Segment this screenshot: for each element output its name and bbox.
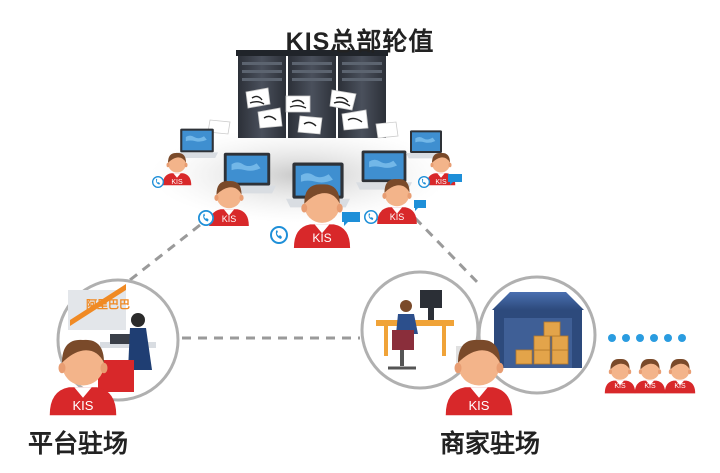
badge-kis: KIS xyxy=(222,214,237,224)
diagram-title: KIS总部轮值 xyxy=(285,28,435,56)
badge-kis: KIS xyxy=(614,383,626,390)
dots-icon xyxy=(608,334,686,342)
platform-logo-text: 阿里巴巴 xyxy=(86,297,130,311)
warehouse-circle xyxy=(477,275,597,395)
merchant-label: 商家驻场 xyxy=(440,430,541,458)
desk-worker-icon xyxy=(376,290,470,370)
connection-lines xyxy=(129,216,482,340)
badge-labels: KIS KIS KIS KIS KIS KIS KIS KIS KIS KIS xyxy=(73,179,686,413)
chat-bubble-icon xyxy=(342,174,462,226)
badge-kis: KIS xyxy=(390,212,405,222)
badge-kis: KIS xyxy=(644,383,656,390)
platform-screen xyxy=(68,290,126,330)
server-rack-icon xyxy=(207,50,399,139)
badge-kis: KIS xyxy=(469,398,490,413)
platform-label: 平台驻场 xyxy=(28,430,129,458)
badge-kis: KIS xyxy=(171,179,183,186)
badge-kis: KIS xyxy=(73,398,94,413)
badge-kis: KIS xyxy=(312,231,331,245)
merchant-circle xyxy=(360,270,480,390)
warehouse-icon xyxy=(492,292,584,368)
badge-kis: KIS xyxy=(674,383,686,390)
badge-kis: KIS xyxy=(435,179,447,186)
